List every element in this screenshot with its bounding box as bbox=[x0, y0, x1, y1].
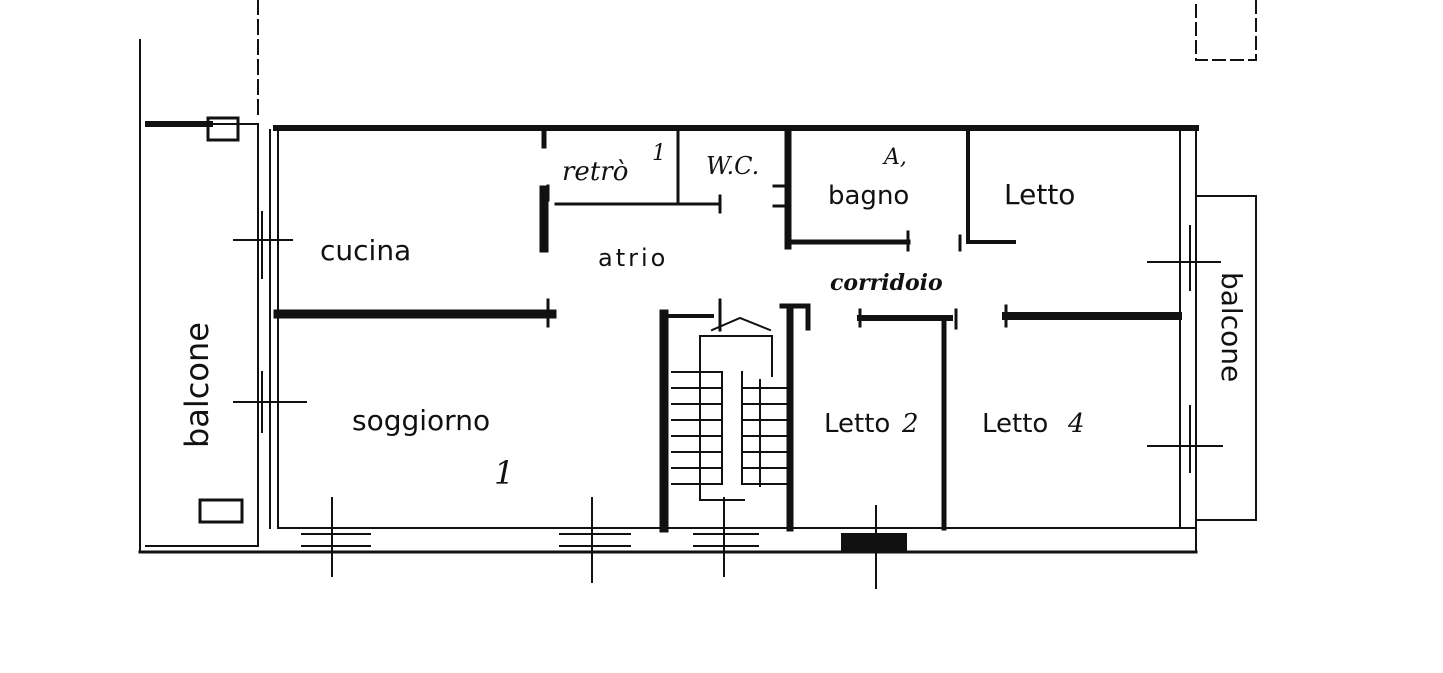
room-number-letto-right: 4 bbox=[1067, 409, 1085, 439]
wall-corridoio-stub bbox=[779, 303, 811, 331]
room-label-letto-mid: Letto bbox=[824, 409, 890, 439]
room-label-soggiorno: soggiorno bbox=[352, 404, 490, 437]
room-label-retro: retrò bbox=[562, 157, 628, 187]
window-bottom-2 bbox=[559, 497, 631, 583]
room-label-corridoio: corridoio bbox=[830, 270, 943, 296]
room-number-soggiorno: 1 bbox=[494, 454, 514, 492]
door-marks bbox=[546, 184, 1008, 332]
room-label-wc: W.C. bbox=[706, 152, 759, 180]
window-bottom-3 bbox=[693, 497, 759, 577]
window-letto-top bbox=[1147, 225, 1221, 291]
room-label-letto-right: Letto bbox=[982, 409, 1048, 439]
room-number-letto-mid: 2 bbox=[901, 409, 919, 439]
window-cucina bbox=[233, 211, 293, 279]
balcone-left-post-top bbox=[206, 116, 240, 142]
window-bottom-4 bbox=[841, 533, 907, 551]
room-number-retro: 1 bbox=[652, 141, 666, 166]
window-soggiorno-left bbox=[233, 371, 307, 433]
room-label-balcone-left: balcone bbox=[178, 322, 216, 448]
room-label-balcone-right: balcone bbox=[1215, 272, 1248, 382]
wall-bagno-letto bbox=[966, 130, 1016, 244]
context-line-right bbox=[1195, 0, 1257, 61]
balcone-left-outline bbox=[139, 39, 259, 553]
stair-treads bbox=[671, 316, 789, 501]
room-label-letto-top: Letto bbox=[1004, 178, 1075, 211]
balcone-right-outline bbox=[1197, 195, 1257, 521]
room-label-cucina: cucina bbox=[320, 234, 411, 267]
window-letto-right bbox=[1147, 405, 1223, 473]
room-label-atrio: atrio bbox=[598, 244, 668, 272]
balcone-left-post-bottom bbox=[198, 498, 244, 524]
room-number-bagno: A, bbox=[882, 145, 907, 170]
room-label-bagno: bagno bbox=[828, 181, 909, 211]
window-bottom-1 bbox=[301, 497, 371, 577]
